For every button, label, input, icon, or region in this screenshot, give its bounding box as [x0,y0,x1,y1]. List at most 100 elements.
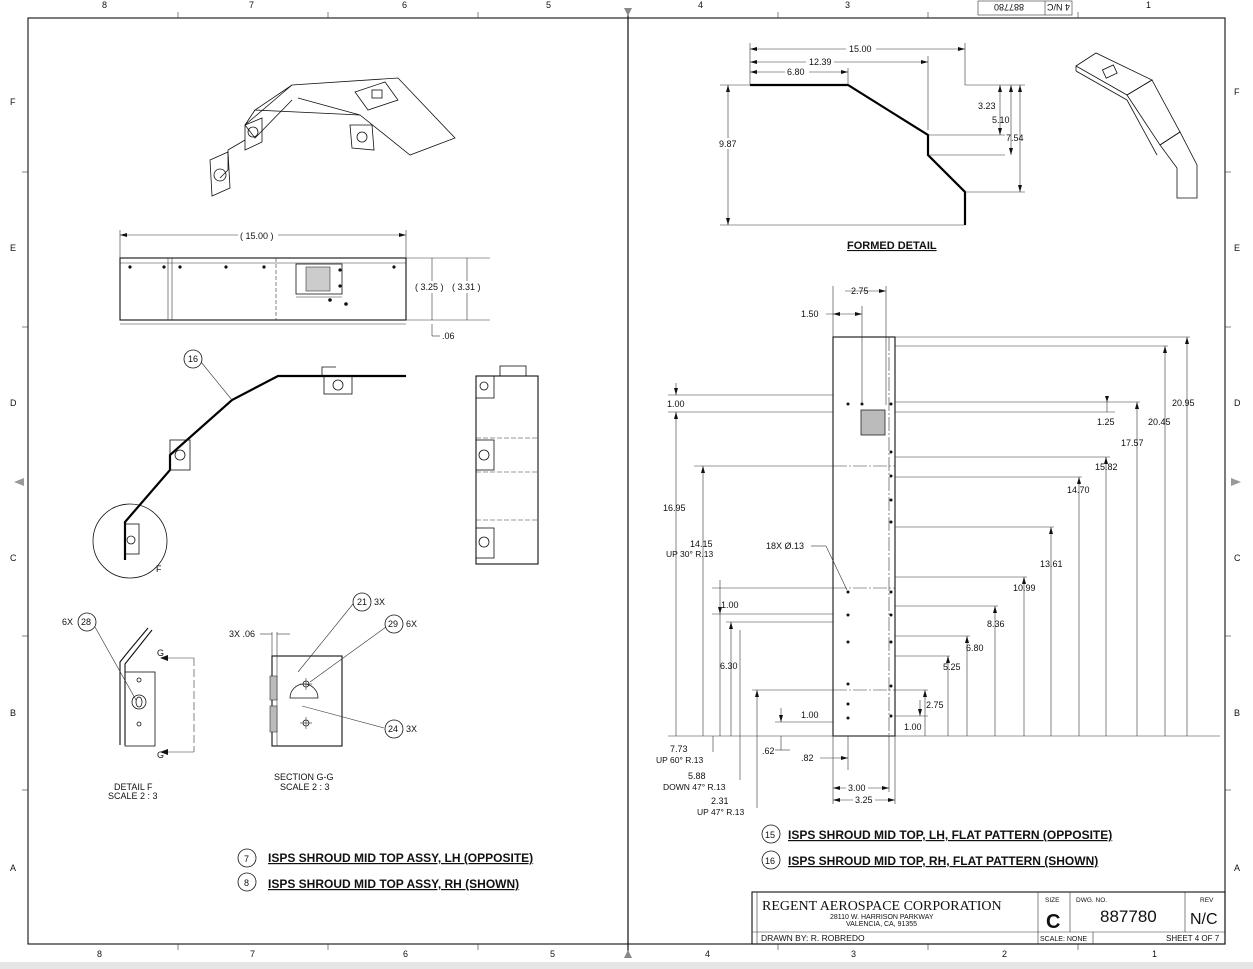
profile-view: F 16 [92,349,406,579]
fp-dim-1695: 16.95 [663,503,686,513]
col-bottom-6: 6 [403,949,408,959]
balloon-28-label: 28 [81,617,91,627]
fp-dim-588-note: DOWN 47° R.13 [663,782,726,792]
fd-dim-987: 9.87 [719,139,737,149]
fp-dim-100-d: 1.00 [721,600,739,610]
front-view: ( 15.00 ) ( 3.25 ) ( 3.31 ) .06 [119,229,490,341]
rev-value: N/C [1190,911,1218,928]
fd-dim-510: 5.10 [992,115,1010,125]
detail-f-title: DETAIL F [114,782,153,792]
col-top-5: 5 [546,0,551,10]
fp-right-dims: 20.95 20.45 17.57 1.25 15.82 14.70 13. [895,336,1195,736]
fp-dim-2045: 20.45 [1148,417,1171,427]
fp-dim-1415: 14.15 [690,539,713,549]
fp-dim-100-a: 1.00 [667,399,685,409]
section-g-scale: SCALE 2 : 3 [280,782,330,792]
section-g-bottom: G [157,750,164,760]
company-address-2: VALENCIA, CA, 91355 [846,921,917,928]
fp-dim-1757: 17.57 [1121,438,1144,448]
fp-dim-836: 8.36 [987,619,1005,629]
note-15-num: 15 [765,830,775,840]
col-bottom-1: 1 [1152,949,1157,959]
section-g-view: 3X .06 21 3X 29 6X 24 3X SECTION G-G SCA… [229,592,417,792]
fp-dim-588: 5.88 [688,771,706,781]
note-16-num: 16 [765,856,775,866]
col-top-3: 3 [845,0,850,10]
fp-dim-100-f: 1.00 [801,710,819,720]
flat-holes [846,402,893,720]
fp-width-300: 3.00 [848,783,866,793]
row-right-f: F [1234,87,1240,97]
col-bottom-2: 2 [1002,949,1007,959]
top-stamp-rev: 4 N/C [1046,2,1070,12]
row-right-b: B [1234,708,1240,718]
col-top-4: 4 [698,0,703,10]
flat-pattern-view: 2.75 1.50 18X Ø.13 20.95 20.45 17.57 [656,286,1220,817]
fp-dim-773-note: UP 60° R.13 [656,755,703,765]
scale: SCALE: NONE [1040,936,1087,943]
border-frame: 8 7 6 5 4 3 1 8 7 6 5 4 3 2 1 F E D C B … [10,0,1241,959]
isometric-flat-part [1075,52,1198,199]
fp-dim-1099: 10.99 [1013,583,1036,593]
fp-dim-773: 7.73 [670,744,688,754]
formed-detail-view: 15.00 12.39 6.80 9.87 3.23 5.10 [717,43,1025,252]
fp-dim-1582: 15.82 [1095,462,1118,472]
row-right-e: E [1234,243,1240,253]
note-7-text: ISPS SHROUD MID TOP ASSY, LH (OPPOSITE) [268,851,533,865]
size-value: C [1046,911,1060,933]
col-bottom-5: 5 [550,949,555,959]
detail-f-view: G G 28 6X DETAIL F SCALE 2 : 3 [62,612,195,801]
row-left-b: B [10,708,16,718]
dim-thickness: .06 [442,331,455,341]
note-7-num: 7 [244,854,249,864]
section-g-top: G [157,648,164,658]
col-top-6: 6 [402,0,407,10]
fd-dim-680: 6.80 [787,67,805,77]
fp-dim-525: 5.25 [943,662,961,672]
fd-dim-1500: 15.00 [849,44,872,54]
row-left-a: A [10,863,16,873]
window-bottom-bar [0,962,1253,969]
balloon-16 [183,349,203,369]
fd-dim-323: 3.23 [978,101,996,111]
col-bottom-8: 8 [97,949,102,959]
notes-left: 7 ISPS SHROUD MID TOP ASSY, LH (OPPOSITE… [237,848,533,892]
col-top-8: 8 [102,0,107,10]
note-8-text: ISPS SHROUD MID TOP ASSY, RH (SHOWN) [268,877,519,891]
balloon-28-qty: 6X [62,617,73,627]
row-right-c: C [1234,553,1241,563]
balloon-24-label: 24 [388,724,398,734]
fp-dim-275: 2.75 [926,700,944,710]
balloon-21-label: 21 [357,597,367,607]
col-bottom-3: 3 [851,949,856,959]
col-bottom-7: 7 [250,949,255,959]
fp-dim-231: 2.31 [711,796,729,806]
balloon-16-label: 16 [188,354,198,364]
note-15-text: ISPS SHROUD MID TOP, LH, FLAT PATTERN (O… [788,828,1112,842]
note-16-text: ISPS SHROUD MID TOP, RH, FLAT PATTERN (S… [788,854,1098,868]
col-top-1: 1 [1146,0,1151,10]
section-g-title: SECTION G-G [274,772,334,782]
row-left-e: E [10,243,16,253]
fp-dim-231-note: UP 47° R.13 [697,807,744,817]
balloon-21-qty: 3X [374,597,385,607]
fp-dim-1361: 13.61 [1040,559,1063,569]
size-label: SIZE [1045,897,1060,904]
fp-dim-630: 6.30 [720,661,738,671]
fp-offset: 1.50 [801,309,819,319]
dwg-number: 887780 [1100,907,1157,926]
balloon-29-qty: 6X [406,619,417,629]
row-left-d: D [10,398,17,408]
fp-dim-1415-note: UP 30° R.13 [666,549,713,559]
company-name: REGENT AEROSPACE CORPORATION [762,899,1002,914]
col-bottom-4: 4 [705,949,710,959]
fp-dim-062: .62 [762,746,775,756]
rev-label: REV [1200,897,1214,904]
balloon-24-qty: 3X [406,724,417,734]
fp-top-width: 2.75 [851,286,869,296]
dwg-label: DWG. NO. [1076,897,1107,904]
top-stamp: 4 N/C 887780 [977,0,1073,16]
fp-dim-082: .82 [801,753,814,763]
row-right-a: A [1234,863,1240,873]
col-top-7: 7 [249,0,254,10]
